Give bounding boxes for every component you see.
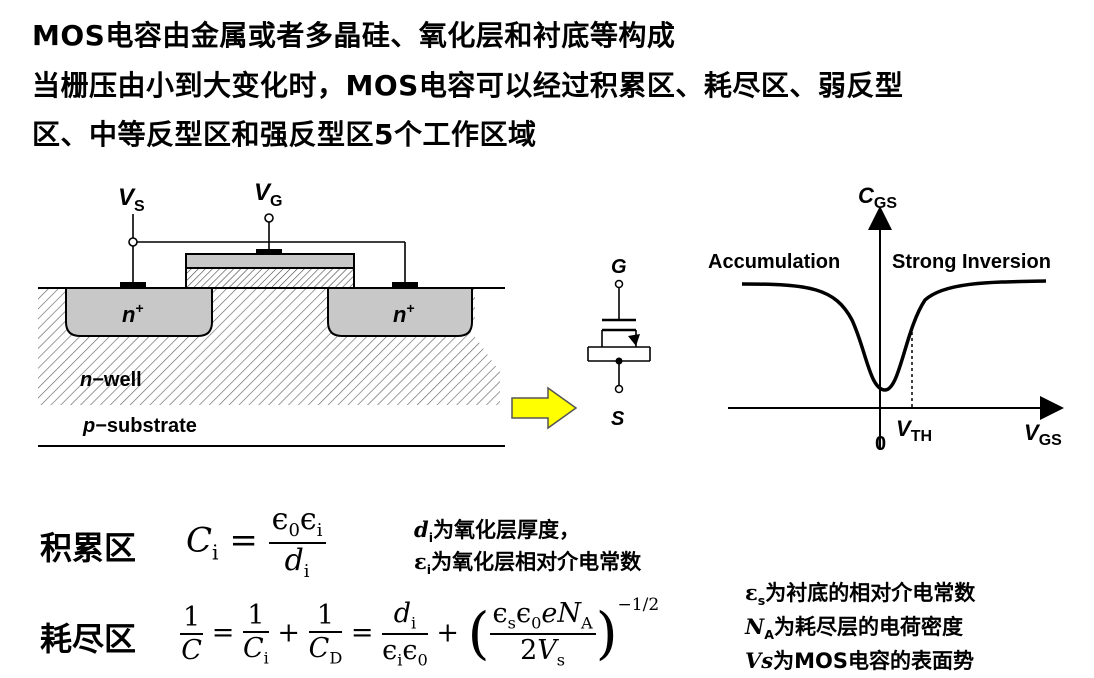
cgs-curve bbox=[741, 279, 1047, 392]
n-plus-left bbox=[65, 287, 213, 337]
heading-line-3: 区、中等反型区和强反型区5个工作区域 bbox=[32, 118, 537, 151]
heading-line-1: MOS电容由金属或者多晶硅、氧化层和衬底等构成 bbox=[32, 19, 676, 52]
symbol-gate-label: G bbox=[611, 256, 627, 278]
symbol-source-label: S bbox=[611, 408, 625, 430]
vth-label: VTH bbox=[896, 416, 932, 445]
oxide-layer bbox=[185, 267, 355, 289]
cv-curve-plot: CGS VGS 0 VTH Accumulation Strong Invers… bbox=[708, 183, 1064, 455]
accumulation-label: Accumulation bbox=[708, 251, 840, 273]
vg-label: VG bbox=[254, 179, 282, 210]
heading-line-2: 当栅压由小到大变化时，MOS电容可以经过积累区、耗尽区、弱反型 bbox=[32, 69, 904, 102]
mos-capacitor-symbol: G S bbox=[587, 256, 651, 430]
note-depletion-charge: NA为耗尽层的电荷密度 bbox=[745, 614, 963, 643]
strong-inversion-label: Strong Inversion bbox=[892, 251, 1051, 273]
mos-cross-section: VS VG n+ n+ n−well p−substrate bbox=[38, 179, 505, 447]
n-well-label: n−well bbox=[80, 369, 142, 391]
depletion-region-label: 耗尽区 bbox=[40, 620, 137, 658]
yellow-arrow-icon bbox=[511, 386, 578, 430]
note-surface-potential: Vs为MOS电容的表面势 bbox=[745, 648, 974, 673]
n-plus-left-label: n+ bbox=[122, 300, 144, 327]
n-plus-right-label: n+ bbox=[393, 300, 415, 327]
accumulation-formula: Ci = ϵ0ϵi di bbox=[186, 502, 326, 582]
n-well-region bbox=[38, 288, 500, 405]
accumulation-region-label: 积累区 bbox=[40, 529, 137, 567]
y-axis-label: CGS bbox=[858, 183, 897, 212]
note-oxide-permittivity: εi为氧化层相对介电常数 bbox=[414, 549, 642, 578]
p-substrate-label: p−substrate bbox=[82, 415, 197, 437]
origin-label: 0 bbox=[875, 433, 886, 455]
note-oxide-thickness: di为氧化层厚度， bbox=[414, 517, 581, 546]
note-substrate-permittivity: εs为衬底的相对介电常数 bbox=[745, 580, 976, 609]
x-axis-label: VGS bbox=[1024, 420, 1062, 449]
vs-label: VS bbox=[118, 184, 145, 215]
gate-poly bbox=[185, 253, 355, 269]
n-plus-right bbox=[327, 287, 473, 337]
